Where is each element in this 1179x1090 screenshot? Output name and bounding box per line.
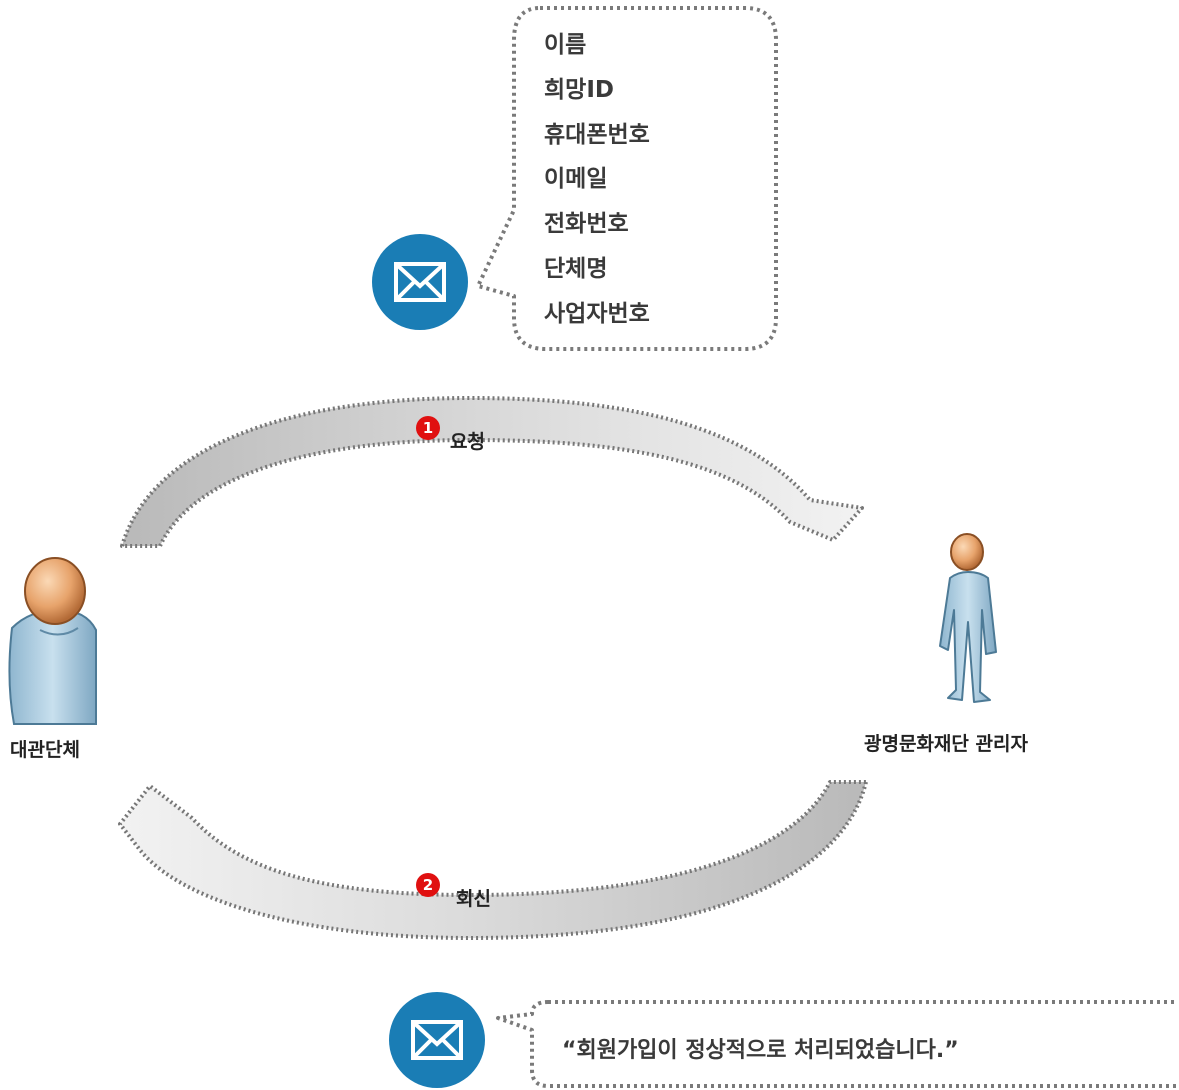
request-arrow: [120, 396, 864, 548]
actor-left-label: 대관단체: [10, 739, 80, 761]
envelope-icon: [389, 992, 485, 1088]
field-business-number: 사업자번호: [544, 301, 650, 327]
step-2-badge: 2: [416, 873, 440, 897]
reply-message: “회원가입이 정상적으로 처리되었습니다.”: [562, 1038, 959, 1063]
envelope-icon: [372, 234, 468, 330]
step-1-label: 요청: [450, 431, 485, 453]
field-desired-id: 희망ID: [544, 77, 614, 103]
person-icon: [939, 533, 997, 703]
reply-message-bubble: [496, 1000, 1176, 1088]
reply-arrow: [118, 780, 868, 940]
step-1-badge: 1: [416, 416, 440, 440]
actor-right-label: 광명문화재단 관리자: [864, 733, 1028, 755]
field-email: 이메일: [544, 166, 608, 192]
field-phone-number: 전화번호: [544, 211, 629, 237]
field-name: 이름: [544, 32, 587, 58]
field-organization: 단체명: [544, 256, 608, 282]
field-mobile-number: 휴대폰번호: [544, 122, 650, 148]
person-icon: [8, 557, 97, 725]
step-2-label: 회신: [456, 888, 491, 910]
request-fields-bubble: [476, 6, 778, 351]
